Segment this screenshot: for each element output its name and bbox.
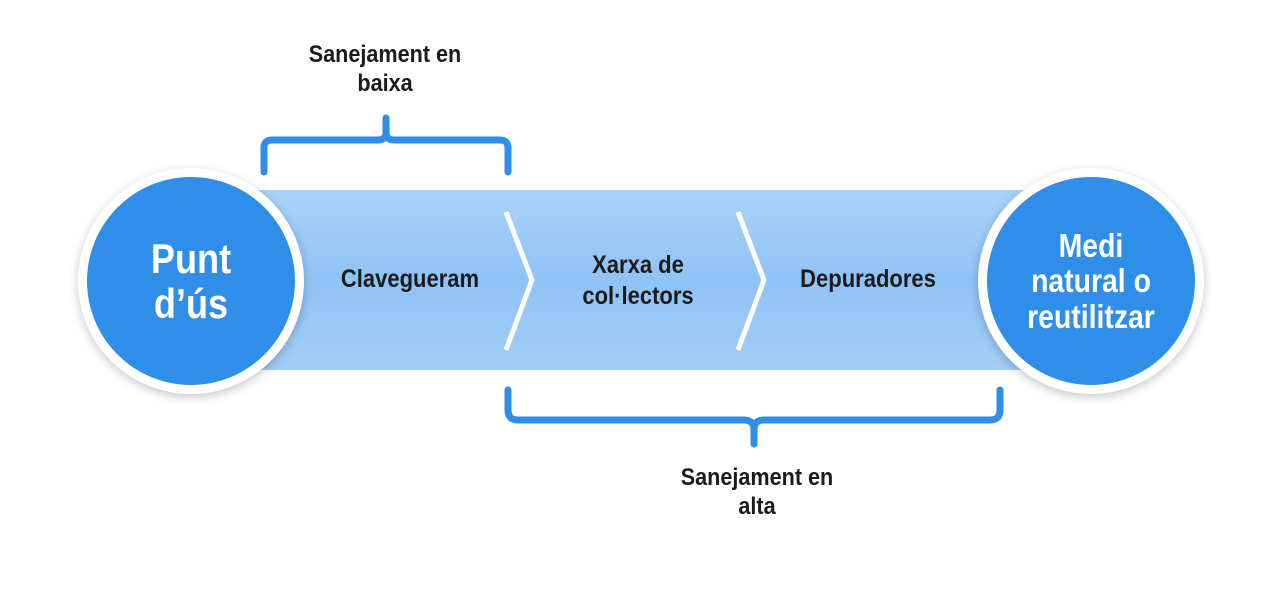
bottom-bracket-label: Sanejament en alta [680, 464, 834, 521]
step-xarxa-collectors: Xarxa de col·lectors [582, 251, 694, 310]
step-clavegueram: Clavegueram [340, 265, 480, 293]
chevron-divider-2 [735, 211, 767, 351]
end-circle: Medi natural o reutilitzar [978, 168, 1204, 394]
top-brace [260, 114, 512, 176]
end-label: Medi natural o reutilitzar [1027, 226, 1155, 335]
step-depuradores: Depuradores [800, 265, 936, 293]
flow-band [200, 190, 1060, 370]
chevron-divider-1 [503, 211, 535, 351]
end-circle-fill: Medi natural o reutilitzar [987, 177, 1195, 385]
bottom-brace [504, 386, 1004, 448]
start-circle: Punt d’ús [78, 168, 304, 394]
top-bracket-label: Sanejament en baixa [308, 41, 462, 98]
start-circle-fill: Punt d’ús [87, 177, 295, 385]
start-label: Punt d’ús [150, 234, 232, 327]
